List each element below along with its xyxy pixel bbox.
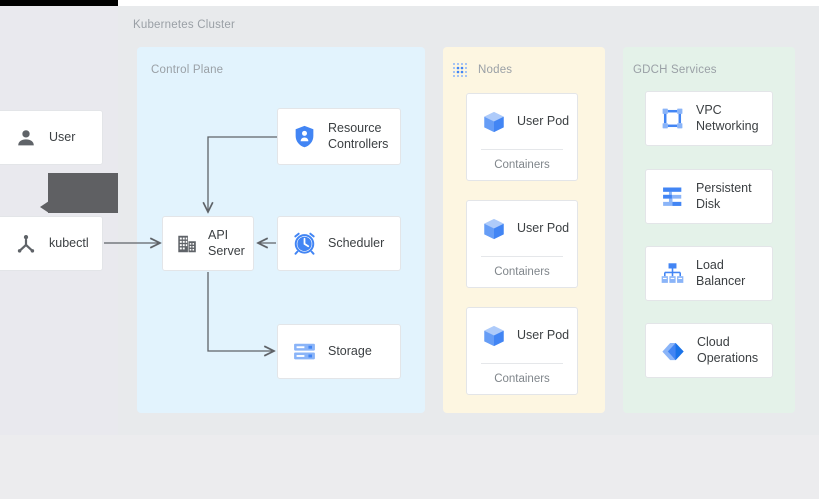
card-user-pod-sublabel: Containers: [494, 373, 550, 385]
card-load-balancer-label: Load Balancer: [696, 257, 746, 288]
card-persistent-disk-label: Persistent Disk: [696, 180, 752, 211]
card-user-pod-footer: Containers: [467, 364, 577, 394]
load-balancer-icon: [660, 261, 685, 286]
card-user-pod-label: User Pod: [517, 327, 570, 342]
card-user-pod[interactable]: User Pod Containers: [466, 93, 578, 181]
panel-nodes-title: Nodes: [478, 64, 513, 76]
panel-gdch-services-title: GDCH Services: [633, 64, 717, 76]
card-storage[interactable]: Storage: [277, 324, 401, 379]
tooltip-overlay: [48, 173, 118, 213]
card-storage-label: Storage: [328, 343, 372, 358]
card-user-pod-sublabel: Containers: [494, 159, 550, 171]
cluster-title: Kubernetes Cluster: [133, 19, 236, 31]
card-user-pod-label: User Pod: [517, 113, 570, 128]
card-cloud-operations[interactable]: Cloud Operations: [645, 323, 773, 378]
storage-icon: [292, 339, 317, 364]
card-user-pod-footer: Containers: [467, 257, 577, 287]
card-scheduler-label: Scheduler: [328, 235, 385, 250]
card-kubectl[interactable]: kubectl: [0, 216, 103, 271]
card-divider: [481, 149, 563, 150]
card-divider: [481, 256, 563, 257]
card-resource-controllers[interactable]: Resource Controllers: [277, 108, 401, 165]
card-persistent-disk[interactable]: Persistent Disk: [645, 169, 773, 224]
card-divider: [481, 363, 563, 364]
cube-icon: [481, 323, 507, 349]
shield-person-icon: [292, 124, 317, 149]
card-user-label: User: [49, 129, 76, 144]
top-black-strip: [0, 0, 118, 6]
person-icon: [15, 127, 37, 149]
dot-grid-icon: [452, 62, 468, 83]
card-user[interactable]: User: [0, 110, 103, 165]
card-user-pod-sublabel: Containers: [494, 266, 550, 278]
api-server-icon: [176, 233, 198, 255]
card-kubectl-label: kubectl: [49, 235, 89, 250]
top-white-strip: [118, 0, 819, 6]
tooltip-pointer: [40, 201, 49, 213]
cloud-operations-icon: [660, 338, 686, 364]
card-user-pod-label: User Pod: [517, 220, 570, 235]
card-user-pod[interactable]: User Pod Containers: [466, 307, 578, 395]
alarm-clock-icon: [292, 231, 317, 256]
card-cloud-operations-label: Cloud Operations: [697, 334, 759, 365]
card-load-balancer[interactable]: Load Balancer: [645, 246, 773, 301]
vpc-networking-icon: [660, 106, 685, 131]
card-api-server[interactable]: API Server: [162, 216, 254, 271]
persistent-disk-icon: [660, 184, 685, 209]
card-user-pod[interactable]: User Pod Containers: [466, 200, 578, 288]
bottom-backdrop-pane: [0, 435, 819, 499]
cube-icon: [481, 109, 507, 135]
card-user-pod-header: User Pod: [467, 201, 577, 256]
panel-control-plane-title: Control Plane: [151, 64, 224, 76]
card-vpc-networking-label: VPC Networking: [696, 102, 759, 133]
card-scheduler[interactable]: Scheduler: [277, 216, 401, 271]
card-vpc-networking[interactable]: VPC Networking: [645, 91, 773, 146]
card-user-pod-footer: Containers: [467, 150, 577, 180]
kubectl-icon: [15, 233, 37, 255]
card-user-pod-header: User Pod: [467, 94, 577, 149]
card-api-server-label: API Server: [208, 227, 245, 258]
cube-icon: [481, 216, 507, 242]
card-resource-controllers-label: Resource Controllers: [328, 120, 389, 151]
card-user-pod-header: User Pod: [467, 308, 577, 363]
